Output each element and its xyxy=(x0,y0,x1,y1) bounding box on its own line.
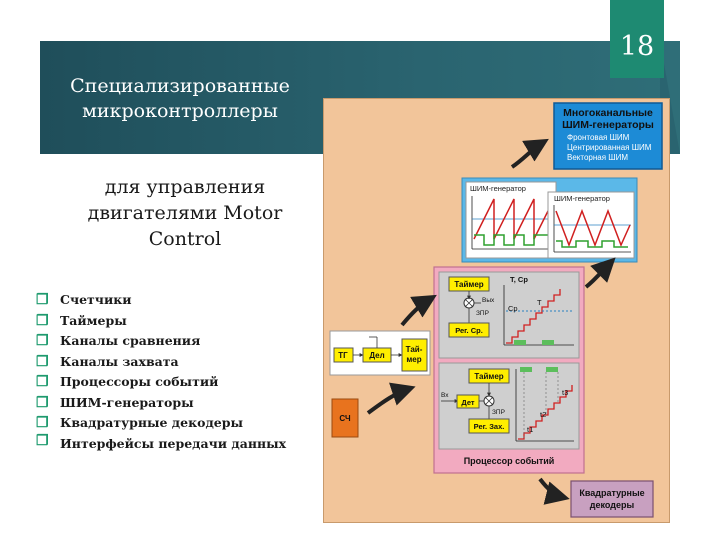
event-processor-label: Процессор событий xyxy=(464,456,555,466)
event-processor-box: Таймер Вых ЗПР Рег. Ср. T, Cp Cp T Тайме… xyxy=(433,266,585,474)
svg-text:Дел: Дел xyxy=(369,351,384,360)
pwm-chart-1-pulses xyxy=(474,234,552,246)
out-label: Вых xyxy=(482,297,495,304)
arrow-to-pwm-charts xyxy=(584,257,616,289)
bullet-arrow-icon: ❒ xyxy=(36,353,49,370)
pwm-charts-panel: ШИМ-генератор ШИМ-генератор xyxy=(461,177,638,263)
pwm-chart-1-sawtooth xyxy=(473,198,553,240)
t3-label: t3 xyxy=(562,388,568,397)
list-item: ❒ШИМ-генераторы xyxy=(36,393,296,414)
feature-list: ❒Счетчики ❒Таймеры ❒Каналы сравнения ❒Ка… xyxy=(36,290,296,451)
slide-title: Специализированные микроконтроллеры xyxy=(70,75,290,122)
capture-pulse xyxy=(546,367,558,372)
pwm-box-title-1: Многоканальные xyxy=(563,107,653,119)
bullet-arrow-icon: ❒ xyxy=(36,312,49,329)
svg-text:ТГ: ТГ xyxy=(338,351,348,360)
arrow-to-quad-decoder xyxy=(538,477,570,505)
arrow-from-counter xyxy=(366,382,416,415)
list-item: ❒Таймеры xyxy=(36,311,296,332)
compare-axis-label: T, Cp xyxy=(510,275,528,284)
pwm-chart-1-label: ШИМ-генератор xyxy=(470,184,526,193)
list-item: ❒Каналы сравнения xyxy=(36,331,296,352)
svg-text:Дет: Дет xyxy=(461,398,475,407)
pwm-box-item: Фронтовая ШИМ xyxy=(567,133,630,142)
bullet-arrow-icon: ❒ xyxy=(36,292,49,308)
list-item: ❒Квадратурные декодеры xyxy=(36,413,296,434)
compare-pulse xyxy=(514,340,526,345)
detector-block xyxy=(456,394,480,409)
t1-label: t1 xyxy=(527,425,533,434)
svg-text:Рег. Ср.: Рег. Ср. xyxy=(455,326,483,335)
svg-text:мер: мер xyxy=(406,355,421,364)
list-item: ❒Счетчики xyxy=(36,290,296,311)
svg-text:Тай-: Тай- xyxy=(406,345,423,354)
bullet-arrow-icon: ❒ xyxy=(36,394,49,411)
cp-label: Cp xyxy=(508,304,518,313)
slide-subtitle: для управления двигателями Motor Control xyxy=(87,176,283,250)
list-item: ❒Каналы захвата xyxy=(36,352,296,373)
pwm-chart-2-pulses xyxy=(556,240,628,248)
arrow-to-event-processor xyxy=(400,294,437,327)
mcu-diagram-svg: Многоканальные ШИМ-генераторы Фронтовая … xyxy=(329,102,663,518)
list-item: ❒Интерфейсы передачи данных xyxy=(36,432,287,451)
pwm-generators-box: Многоканальные ШИМ-генераторы Фронтовая … xyxy=(553,102,663,170)
capture-register-block xyxy=(468,418,510,434)
list-item: ❒Процессоры событий xyxy=(36,372,296,393)
pwm-chart-2-triangle xyxy=(555,208,631,248)
capture-pulse xyxy=(520,367,532,372)
bullet-arrow-icon: ❒ xyxy=(36,432,49,449)
svg-text:декодеры: декодеры xyxy=(590,500,635,510)
arrow-to-pwm-box xyxy=(510,138,549,169)
compare-pulse xyxy=(542,340,554,345)
svg-text:Таймер: Таймер xyxy=(474,372,503,381)
pwm-box-item: Центрированная ШИМ xyxy=(567,143,652,152)
svg-text:Квадратурные: Квадратурные xyxy=(579,488,644,498)
slide-number: 18 xyxy=(610,0,664,78)
pwm-box-item: Векторная ШИМ xyxy=(567,153,628,162)
counter-label: СЧ xyxy=(339,414,351,423)
counter-chain: ТГ Дел Тай- мер xyxy=(329,330,431,376)
pwm-chart-2-label: ШИМ-генератор xyxy=(554,194,610,203)
mcu-diagram: Многоканальные ШИМ-генераторы Фронтовая … xyxy=(323,98,670,523)
zpr-label: ЗПР xyxy=(476,310,489,317)
counter-block xyxy=(331,398,359,438)
svg-text:Рег. Зах.: Рег. Зах. xyxy=(474,422,505,431)
svg-text:Таймер: Таймер xyxy=(454,280,483,289)
compare-staircase xyxy=(506,289,561,344)
bullet-arrow-icon: ❒ xyxy=(36,415,49,431)
quadrature-decoder-box xyxy=(570,480,654,518)
zpr-label: ЗПР xyxy=(492,409,505,416)
capture-staircase xyxy=(518,385,573,440)
compare-register-block xyxy=(448,322,490,338)
pwm-box-title-2: ШИМ-генераторы xyxy=(562,119,654,131)
bullet-arrow-icon: ❒ xyxy=(36,333,49,349)
bullet-arrow-icon: ❒ xyxy=(36,374,49,390)
in-label: Вх xyxy=(441,392,449,399)
t2-label: t2 xyxy=(540,410,546,419)
t-label: T xyxy=(537,298,542,307)
timer-block xyxy=(401,338,428,372)
